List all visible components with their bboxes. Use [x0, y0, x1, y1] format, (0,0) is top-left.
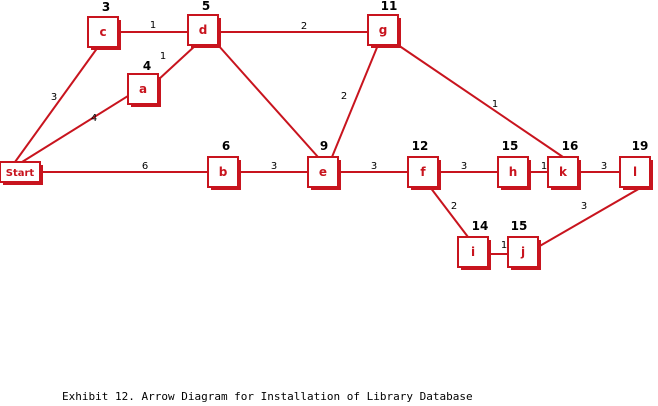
- edge-weight-a-d: 1: [160, 51, 166, 62]
- node-box: [507, 236, 539, 268]
- edge-weight-e-f: 3: [371, 161, 377, 172]
- node-i: i 14: [457, 219, 491, 270]
- edge-f-i: [429, 186, 469, 238]
- edge-weight-c-d: 1: [150, 20, 156, 31]
- node-label: j: [520, 245, 525, 259]
- edge-d-e: [217, 44, 319, 158]
- node-a: a4: [127, 59, 161, 107]
- node-label: h: [509, 165, 518, 179]
- node-label: f: [420, 165, 426, 179]
- edge-weight-start-a: 4: [91, 113, 97, 124]
- node-time-label: 15: [511, 219, 528, 233]
- node-box: [127, 73, 159, 105]
- edge-j-l: [537, 186, 643, 248]
- node-label: Start: [6, 168, 35, 179]
- node-l: l 19: [619, 139, 653, 190]
- edge-weight-e-g: 2: [341, 91, 347, 102]
- node-label: l: [633, 165, 637, 179]
- edge-weight-f-i: 2: [451, 201, 457, 212]
- node-box: [497, 156, 529, 188]
- edge-e-g: [331, 44, 379, 158]
- node-box: [0, 161, 41, 183]
- edge-g-k: [397, 44, 564, 158]
- node-box: [207, 156, 239, 188]
- node-box: [187, 14, 219, 46]
- node-time-label: 14: [472, 219, 489, 233]
- edge-weight-b-e: 3: [271, 161, 277, 172]
- edge-weight-start-c: 3: [51, 92, 57, 103]
- node-label: b: [219, 165, 228, 179]
- node-box: [457, 236, 489, 268]
- node-time-label: 16: [562, 139, 579, 153]
- edge-weight-g-k: 1: [492, 99, 498, 110]
- node-box: [307, 156, 339, 188]
- edge-start-a: [21, 95, 129, 163]
- node-label: g: [379, 23, 388, 37]
- node-time-label: 11: [381, 0, 398, 13]
- node-label: a: [139, 82, 147, 96]
- node-g: g 11: [367, 0, 401, 48]
- node-box: [367, 14, 399, 46]
- node-time-label: 6: [222, 139, 230, 153]
- node-time-label: 5: [202, 0, 210, 13]
- node-c: c3: [87, 0, 121, 50]
- edge-weight-d-g: 2: [301, 21, 307, 32]
- node-f: f 12: [407, 139, 441, 190]
- node-label: i: [471, 245, 475, 259]
- diagram-caption: Exhibit 12. Arrow Diagram for Installati…: [62, 390, 473, 403]
- node-j: j 15: [507, 219, 541, 270]
- node-time-label: 15: [502, 139, 519, 153]
- node-start: Start: [0, 161, 43, 185]
- node-box: [87, 16, 119, 48]
- node-label: e: [319, 165, 327, 179]
- node-time-label: 9: [320, 139, 328, 153]
- node-label: c: [99, 25, 106, 39]
- node-time-label: 3: [102, 0, 110, 14]
- edge-weight-i-j: 1: [501, 240, 507, 251]
- node-d: d5: [187, 0, 221, 48]
- node-time-label: 4: [143, 59, 151, 73]
- node-label: d: [199, 23, 208, 37]
- node-e: e9: [307, 139, 341, 190]
- node-box: [547, 156, 579, 188]
- node-k: k 16: [547, 139, 581, 190]
- edge-weight-start-b: 6: [142, 161, 148, 172]
- node-b: b6: [207, 139, 241, 190]
- edge-weight-j-l: 3: [581, 201, 587, 212]
- edge-weight-f-h: 3: [461, 161, 467, 172]
- node-h: h 15: [497, 139, 531, 190]
- node-time-label: 19: [632, 139, 649, 153]
- node-box: [407, 156, 439, 188]
- node-label: k: [559, 165, 568, 179]
- edge-start-c: [14, 46, 99, 163]
- edge-weight-k-l: 3: [601, 161, 607, 172]
- node-box: [619, 156, 651, 188]
- edge-weight-h-k: 1: [541, 161, 547, 172]
- edge-a-d: [157, 44, 197, 81]
- node-time-label: 12: [412, 139, 429, 153]
